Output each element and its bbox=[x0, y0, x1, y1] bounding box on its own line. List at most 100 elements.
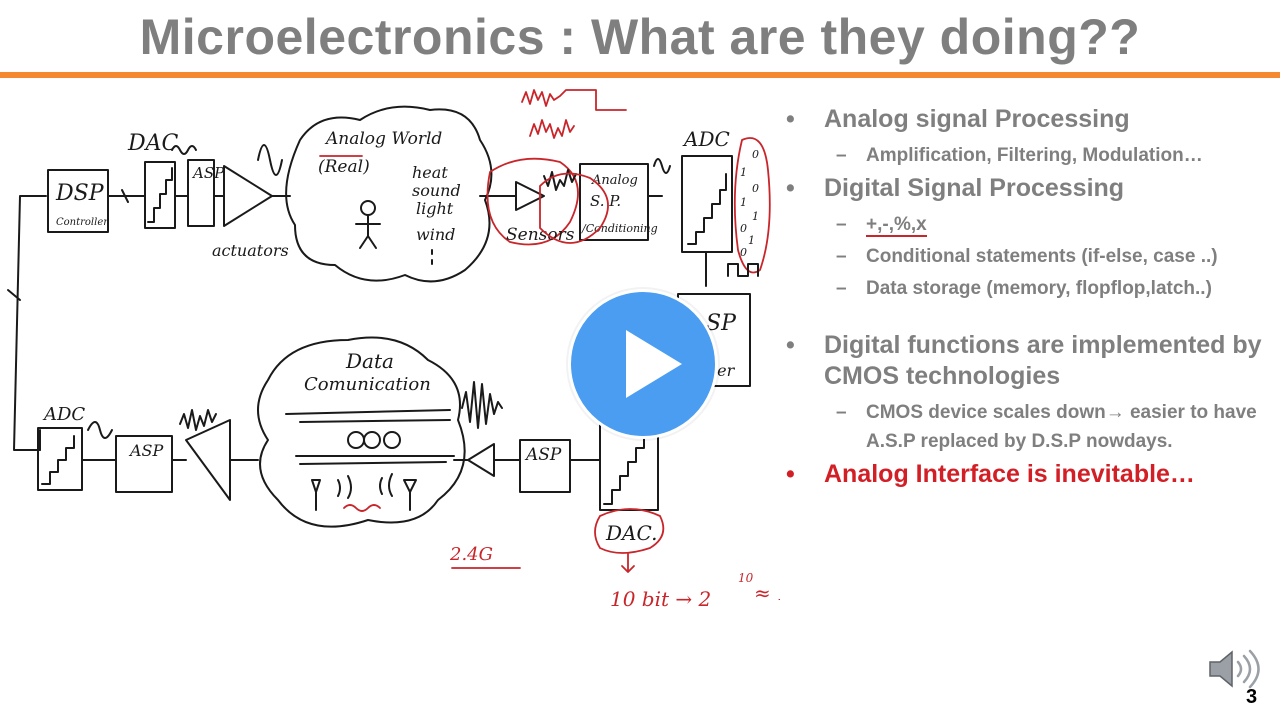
bullet-item-highlight: • Analog Interface is inevitable… bbox=[784, 459, 1264, 490]
data-comm-label-1: Data bbox=[345, 349, 394, 373]
dsp-block bbox=[47, 169, 109, 233]
wire bbox=[647, 158, 671, 197]
sub-bullet-item: –+,-,%,x bbox=[784, 210, 1264, 239]
hand-drawn-diagram: DSP Controller DAC ASP actuators Analog … bbox=[7, 89, 780, 611]
sensor-amp bbox=[515, 181, 545, 211]
bit: 1 bbox=[752, 210, 759, 223]
analog-sp-label-2: S. P. bbox=[590, 192, 621, 210]
tx-amp bbox=[467, 443, 495, 477]
exponent: 10 bbox=[738, 571, 754, 585]
dash-marker: – bbox=[836, 246, 847, 267]
bullet-text: Analog Interface is inevitable… bbox=[824, 460, 1195, 488]
bits-circle bbox=[733, 137, 771, 274]
adc-top-label: ADC bbox=[682, 127, 730, 151]
data-comm-cloud bbox=[257, 336, 466, 528]
fiber-loop bbox=[363, 431, 381, 449]
dash-marker: – bbox=[836, 214, 847, 235]
analog-sp-label-1: Analog bbox=[591, 173, 638, 188]
sub-bullet-item: –Amplification, Filtering, Modulation… bbox=[784, 141, 1264, 170]
data-comm-label-2: Comunication bbox=[304, 374, 431, 395]
radio-waves bbox=[337, 473, 393, 499]
red-signal-1 bbox=[521, 89, 627, 111]
controller-label: Controller bbox=[56, 217, 109, 228]
cable-lines bbox=[285, 409, 451, 423]
bullet-item: • Analog signal Processing bbox=[784, 104, 1264, 135]
dac-staircase bbox=[147, 167, 173, 223]
adc-bottom-label: ADC bbox=[42, 404, 85, 425]
bullet-text: Analog signal Processing bbox=[824, 105, 1130, 133]
sine-wave bbox=[257, 144, 283, 176]
bullet-text: Digital Signal Processing bbox=[824, 174, 1125, 202]
wire-tick bbox=[7, 289, 21, 301]
bottom-amp bbox=[185, 419, 231, 501]
dac-bottom-staircase bbox=[603, 433, 653, 505]
wire bbox=[107, 189, 145, 203]
stick-figure-head bbox=[360, 200, 376, 216]
analog-world-cloud bbox=[285, 105, 493, 283]
play-button[interactable] bbox=[568, 289, 718, 439]
wire bbox=[81, 421, 117, 461]
dac-squiggle bbox=[171, 145, 197, 155]
title-rule bbox=[0, 72, 1280, 78]
heat-label: heat bbox=[412, 163, 448, 182]
analog-sp-block bbox=[579, 163, 649, 241]
bullet-list: •Analog signal Processing –Amplification… bbox=[784, 104, 1264, 496]
asp-bottom-left-block bbox=[115, 435, 173, 493]
antenna-left bbox=[311, 479, 321, 511]
slide-number: 3 bbox=[1246, 686, 1258, 708]
modulated-signal bbox=[461, 381, 503, 429]
asp-bottom-left-label: ASP bbox=[128, 441, 164, 460]
antenna-right bbox=[403, 479, 417, 511]
dsp-label: DSP bbox=[55, 181, 105, 206]
bullet-marker: • bbox=[786, 174, 795, 202]
bullet-marker: • bbox=[786, 460, 795, 488]
asp-bottom-right-block bbox=[519, 439, 571, 493]
dash-marker: – bbox=[836, 402, 847, 423]
red-signal-2 bbox=[529, 119, 575, 139]
bits-note: 10 bit → 2 bbox=[610, 587, 711, 611]
conditioning-circle bbox=[539, 172, 609, 244]
bullet-text: Digital functions are implemented by CMO… bbox=[824, 331, 1262, 390]
bit: 1 bbox=[740, 196, 747, 209]
freq-label: 2.4G bbox=[449, 544, 493, 565]
bullet-text: +,-,%,x bbox=[866, 214, 927, 237]
actuators-label: actuators bbox=[212, 241, 289, 260]
adc-staircase bbox=[687, 173, 727, 245]
light-label: light bbox=[416, 199, 454, 218]
bit: 1 bbox=[748, 234, 755, 247]
asp-top-block bbox=[187, 159, 215, 227]
asp-bottom-right-label: ASP bbox=[524, 445, 562, 465]
bullet-marker: • bbox=[786, 105, 795, 133]
clock-signal bbox=[705, 251, 759, 287]
sub-bullet-item: –Conditional statements (if-else, case .… bbox=[784, 242, 1264, 271]
noisy-signal bbox=[179, 409, 217, 431]
noisy-signal bbox=[543, 169, 577, 191]
bit: 0 bbox=[752, 148, 759, 161]
dac-top-label: DAC bbox=[127, 131, 179, 156]
red-arrow bbox=[621, 553, 635, 573]
fiber-loop bbox=[347, 431, 365, 449]
bit: 1 bbox=[740, 166, 747, 179]
dash-marker: – bbox=[836, 278, 847, 299]
adc-top-block bbox=[681, 155, 733, 253]
wind-label: wind bbox=[416, 225, 455, 244]
spacer bbox=[784, 306, 1264, 330]
bullet-text: Conditional statements (if-else, case ..… bbox=[866, 246, 1218, 267]
dac-bottom-circle bbox=[594, 508, 665, 554]
feedback-wire bbox=[13, 195, 47, 451]
levels-note: ≈ 1024 levels bbox=[754, 581, 780, 605]
fiber-loop bbox=[383, 431, 401, 449]
sub-bullet-item: –Data storage (memory, flopflop,latch..) bbox=[784, 274, 1264, 303]
dac-bottom-label: DAC. bbox=[605, 521, 657, 545]
bullet-text: Amplification, Filtering, Modulation… bbox=[866, 145, 1203, 166]
sub-bullet-item: –CMOS device scales down→ easier to have… bbox=[784, 398, 1264, 456]
speaker-icon[interactable] bbox=[1204, 646, 1260, 692]
stick-figure-body bbox=[355, 214, 381, 249]
real-label: (Real) bbox=[318, 157, 370, 177]
dash-marker: – bbox=[836, 145, 847, 166]
play-icon bbox=[626, 330, 682, 398]
sensors-circle bbox=[486, 157, 579, 246]
asp-top-label: ASP bbox=[191, 164, 225, 182]
bullet-text: CMOS device scales down→ easier to have … bbox=[866, 402, 1257, 452]
cable-lines bbox=[295, 455, 455, 465]
